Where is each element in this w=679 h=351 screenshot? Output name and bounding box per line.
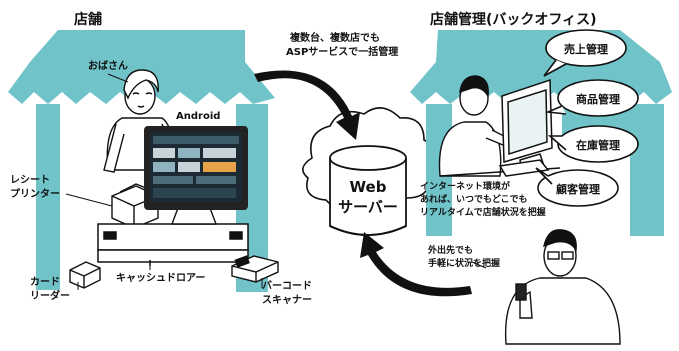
bubble-label-inventory: 在庫管理 xyxy=(576,139,620,152)
bubble-inventory xyxy=(547,125,639,163)
bubble-sales xyxy=(543,29,627,77)
store-leader-lines xyxy=(65,73,263,290)
label-receipt-1: レシート xyxy=(10,175,50,186)
label-card-2: リーダー xyxy=(30,291,70,302)
internet-note-3: リアルタイムで店舗状況を把握 xyxy=(420,208,546,218)
arrow-store-to-server xyxy=(254,70,360,140)
bubble-customers xyxy=(535,167,619,207)
bubble-label-sales: 売上管理 xyxy=(564,43,608,56)
label-obasan: おばさん xyxy=(88,61,128,72)
android-terminal-graphic xyxy=(144,126,248,225)
label-android: Android xyxy=(176,111,221,122)
outside-person-figure xyxy=(504,229,621,345)
server-label-2: サーバー xyxy=(338,198,398,216)
store-title: 店舗 xyxy=(74,12,102,28)
web-server-cylinder xyxy=(329,145,407,236)
label-receipt-2: プリンター xyxy=(10,189,60,200)
internet-note-1: インターネット環境が xyxy=(420,182,511,192)
center-note-1: 複数台、複数店でも xyxy=(290,33,380,44)
label-card-1: カード xyxy=(30,277,60,288)
outside-leader-line xyxy=(471,261,487,269)
office-worker-figure xyxy=(438,75,526,177)
label-barcode-2: スキャナー xyxy=(262,295,312,306)
bubble-label-products: 商品管理 xyxy=(576,93,620,106)
backoffice-title: 店舗管理(バックオフィス) xyxy=(430,12,597,28)
outside-note-2: 手軽に状況を把握 xyxy=(428,259,501,269)
bubble-label-customers: 顧客管理 xyxy=(556,183,600,196)
outside-note-1: 外出先でも xyxy=(428,246,474,256)
office-monitor-graphic xyxy=(439,78,561,177)
label-cash-drawer: キャッシュドロアー xyxy=(116,273,206,284)
label-barcode-1: バーコード xyxy=(262,281,312,292)
center-note-2: ASPサービスで一括管理 xyxy=(286,47,399,58)
arrow-outside-to-server xyxy=(360,232,472,297)
bubble-products xyxy=(544,79,639,117)
card-reader-graphic xyxy=(69,261,101,289)
internet-note-2: あれば、いつでもどこでも xyxy=(420,195,528,205)
server-label-1: Web xyxy=(349,178,387,196)
barcode-scanner-graphic xyxy=(231,255,279,283)
